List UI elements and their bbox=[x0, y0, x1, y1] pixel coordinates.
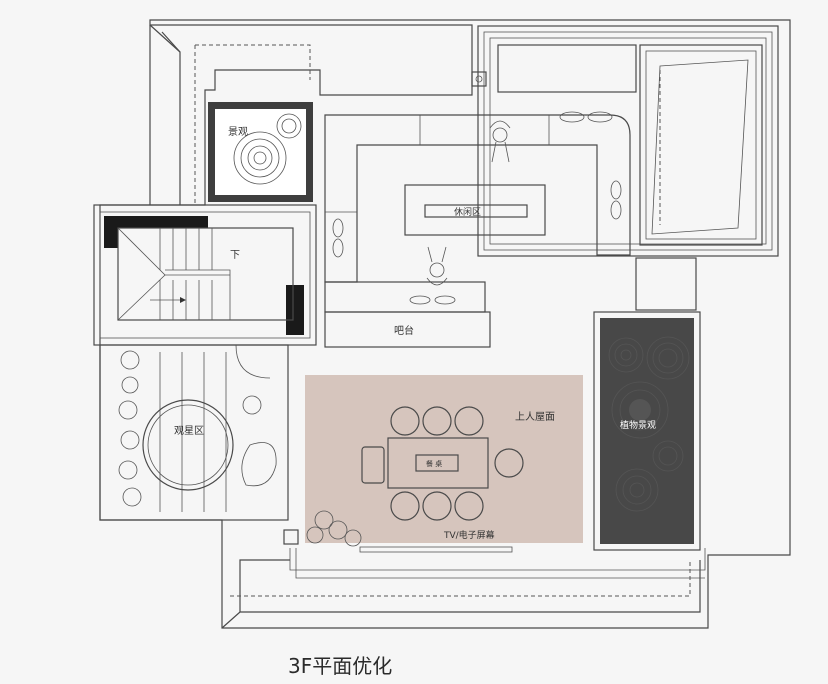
stair-block: 下 bbox=[93, 204, 317, 379]
leisure-area: 休闲区 bbox=[324, 111, 631, 313]
plan-caption: 3F平面优化 bbox=[288, 654, 393, 678]
planting-strip: 植物景观 bbox=[593, 311, 701, 551]
upper-right-court bbox=[471, 25, 779, 311]
rooftop-label: 上人屋面 bbox=[515, 411, 555, 423]
scenery-label: 景观 bbox=[228, 126, 248, 138]
rooftop-terrace: 餐 桌 上人屋面 TV/电子屏幕 bbox=[283, 375, 583, 553]
planting-label: 植物景观 bbox=[620, 419, 656, 431]
star-viewing-area: 观星区 bbox=[99, 344, 289, 521]
leisure-label: 休闲区 bbox=[454, 206, 481, 218]
bar-label: 吧台 bbox=[394, 324, 414, 337]
down-label: 下 bbox=[230, 250, 240, 261]
scenery-box: 景观 bbox=[208, 102, 313, 202]
tv-label: TV/电子屏幕 bbox=[443, 529, 495, 541]
table-label: 餐 桌 bbox=[426, 459, 442, 468]
bar-counter: 吧台 bbox=[324, 311, 491, 348]
viewing-label: 观星区 bbox=[174, 425, 204, 437]
